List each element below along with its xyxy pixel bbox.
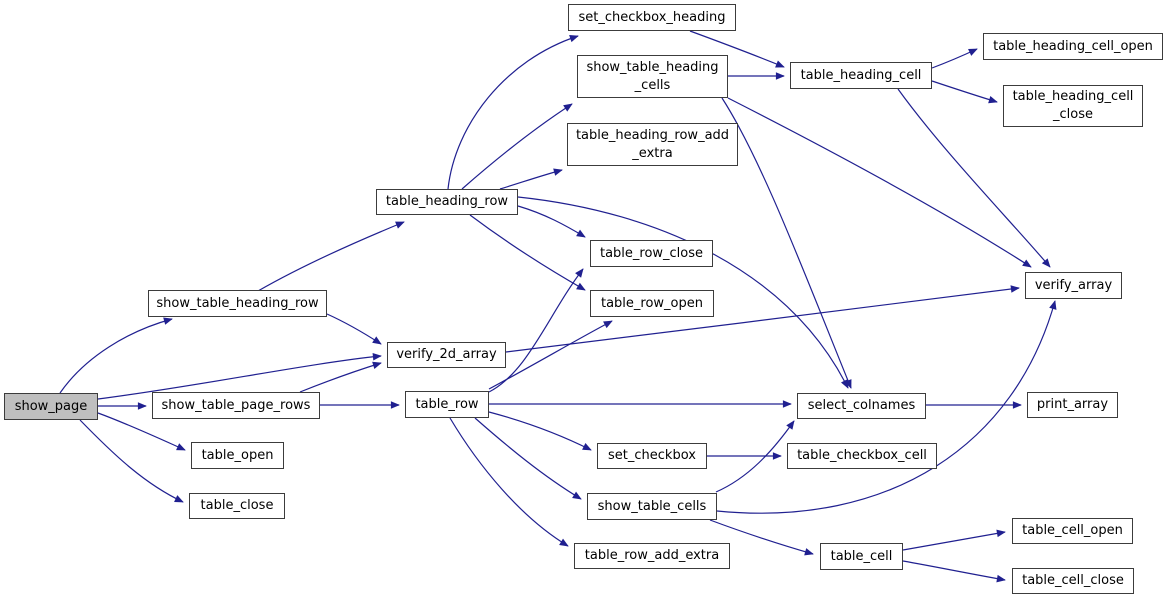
node-label: set_checkbox_heading	[578, 9, 726, 25]
node-table_close[interactable]: table_close	[189, 493, 285, 519]
node-table_checkbox_cell[interactable]: table_checkbox_cell	[787, 443, 937, 469]
edge-show_table_heading_cells-verify_array	[727, 97, 1032, 268]
edge-table_heading_row-table_row_close	[517, 205, 586, 238]
node-set_checkbox[interactable]: set_checkbox	[597, 443, 707, 469]
edge-show_page-table_close	[79, 419, 184, 503]
edge-table_row-table_row_add_extra	[449, 417, 569, 547]
node-table_heading_cell_close[interactable]: table_heading_cell _close	[1003, 85, 1143, 127]
node-label: table_cell	[830, 548, 893, 564]
node-label: table_cell_close	[1022, 573, 1124, 588]
node-show_table_page_rows[interactable]: show_table_page_rows	[152, 392, 320, 419]
node-label: table_cell_open	[1022, 523, 1123, 538]
node-label: table_row_close	[599, 245, 704, 261]
node-label: show_page	[14, 398, 88, 414]
edge-table_heading_row-set_checkbox_heading	[447, 34, 579, 190]
node-table_cell[interactable]: table_cell	[820, 543, 903, 570]
node-table_row_close[interactable]: table_row_close	[590, 240, 713, 267]
edge-table_heading_cell-table_heading_cell_open	[931, 48, 978, 69]
edge-table_heading_row-table_heading_row_add_extra	[499, 168, 563, 190]
edge-show_table_heading_cells-select_colnames	[721, 97, 852, 389]
node-label: table_heading_cell _close	[1012, 89, 1134, 122]
edge-table_row-show_table_cells	[474, 417, 582, 500]
node-show_table_cells[interactable]: show_table_cells	[587, 493, 717, 520]
node-table_cell_open[interactable]: table_cell_open	[1012, 518, 1133, 544]
edge-table_row-table_row_close	[488, 268, 584, 393]
edge-show_page-verify_2d_array	[97, 353, 382, 400]
edge-verify_2d_array-verify_array	[505, 285, 1020, 353]
node-label: set_checkbox	[608, 448, 696, 463]
node-table_cell_close[interactable]: table_cell_close	[1012, 568, 1134, 594]
node-table_row_open[interactable]: table_row_open	[590, 290, 714, 317]
edge-show_table_cells-table_cell	[709, 519, 814, 556]
edge-table_heading_cell-verify_array	[897, 88, 1051, 268]
node-label: table_row_add_extra	[584, 548, 720, 563]
node-label: verify_2d_array	[396, 347, 497, 362]
node-label: print_array	[1036, 397, 1109, 412]
edge-table_heading_row-select_colnames	[517, 196, 849, 389]
edge-table_heading_cell-table_heading_cell_close	[931, 80, 998, 104]
node-label: verify_array	[1034, 277, 1113, 293]
edge-table_cell-table_cell_open	[902, 529, 1006, 551]
node-label: show_table_heading _cells	[586, 59, 719, 93]
edge-table_heading_row-table_row_open	[469, 214, 586, 291]
node-label: table_checkbox_cell	[797, 448, 927, 463]
node-table_open[interactable]: table_open	[191, 442, 284, 469]
node-label: show_table_heading_row	[156, 295, 319, 311]
node-table_heading_cell_open[interactable]: table_heading_cell_open	[983, 33, 1163, 60]
node-label: table_row	[415, 396, 479, 412]
node-select_colnames[interactable]: select_colnames	[797, 393, 926, 419]
node-show_page[interactable]: show_page	[4, 393, 98, 420]
edge-table_row-table_row_open	[488, 320, 613, 390]
node-label: table_row_open	[600, 295, 703, 311]
edge-table_heading_row-show_table_heading_cells	[461, 103, 573, 190]
node-label: table_heading_cell	[800, 67, 922, 83]
edge-table_row-set_checkbox	[488, 411, 592, 451]
edge-show_table_cells-select_colnames	[715, 420, 795, 493]
node-label: show_table_cells	[597, 498, 707, 514]
edge-show_table_page_rows-verify_2d_array	[299, 361, 382, 393]
node-print_array[interactable]: print_array	[1027, 392, 1118, 418]
node-label: table_open	[201, 447, 274, 463]
node-table_row_add_extra[interactable]: table_row_add_extra	[574, 543, 730, 569]
node-show_table_heading_row[interactable]: show_table_heading_row	[148, 290, 327, 317]
edge-show_table_heading_row-table_heading_row	[257, 221, 405, 292]
edge-show_page-show_table_heading_row	[59, 317, 173, 394]
node-label: table_heading_row	[385, 194, 509, 209]
node-table_heading_row_add_extra[interactable]: table_heading_row_add _extra	[567, 123, 738, 166]
node-show_table_heading_cells[interactable]: show_table_heading _cells	[577, 55, 728, 98]
edge-show_page-table_open	[97, 412, 186, 451]
node-label: show_table_page_rows	[161, 397, 311, 413]
node-label: table_heading_cell_open	[993, 38, 1153, 54]
edge-table_cell-table_cell_close	[902, 560, 1006, 583]
node-table_heading_row[interactable]: table_heading_row	[376, 189, 518, 215]
edge-set_checkbox_heading-table_heading_cell	[689, 30, 785, 68]
node-verify_2d_array[interactable]: verify_2d_array	[387, 342, 506, 368]
node-table_heading_cell[interactable]: table_heading_cell	[790, 62, 932, 89]
node-label: table_heading_row_add _extra	[575, 127, 730, 161]
node-table_row[interactable]: table_row	[405, 391, 489, 418]
edge-show_table_heading_row-verify_2d_array	[326, 313, 382, 345]
node-set_checkbox_heading[interactable]: set_checkbox_heading	[568, 4, 736, 31]
node-verify_array[interactable]: verify_array	[1025, 272, 1122, 299]
node-label: select_colnames	[807, 398, 916, 413]
node-label: table_close	[200, 498, 274, 513]
